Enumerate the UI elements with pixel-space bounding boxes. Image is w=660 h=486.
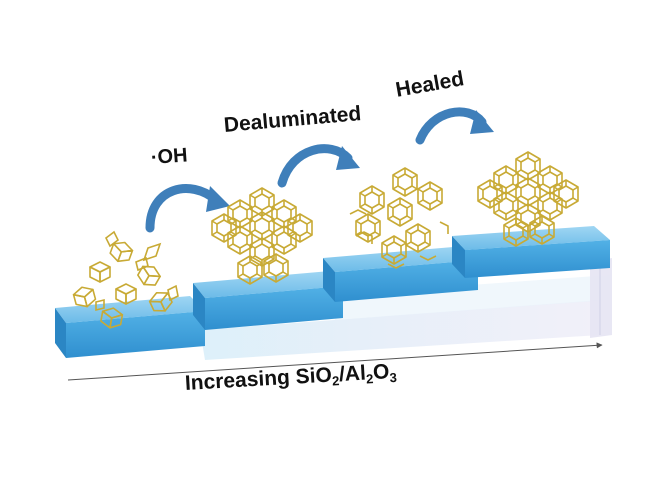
step-4 bbox=[452, 226, 610, 278]
step-2 bbox=[193, 271, 343, 330]
fragments-cluster bbox=[71, 230, 179, 331]
label-oh: ·OH bbox=[150, 144, 189, 169]
step-1 bbox=[55, 296, 205, 358]
arrow-3 bbox=[415, 107, 494, 145]
step-3 bbox=[323, 246, 478, 302]
framework-intact bbox=[211, 187, 313, 285]
axis-line bbox=[67, 342, 603, 381]
arrow-2 bbox=[277, 144, 360, 188]
step-ghost-panels bbox=[200, 258, 612, 360]
framework-dealuminated bbox=[349, 167, 449, 269]
arrow-1 bbox=[145, 184, 230, 233]
